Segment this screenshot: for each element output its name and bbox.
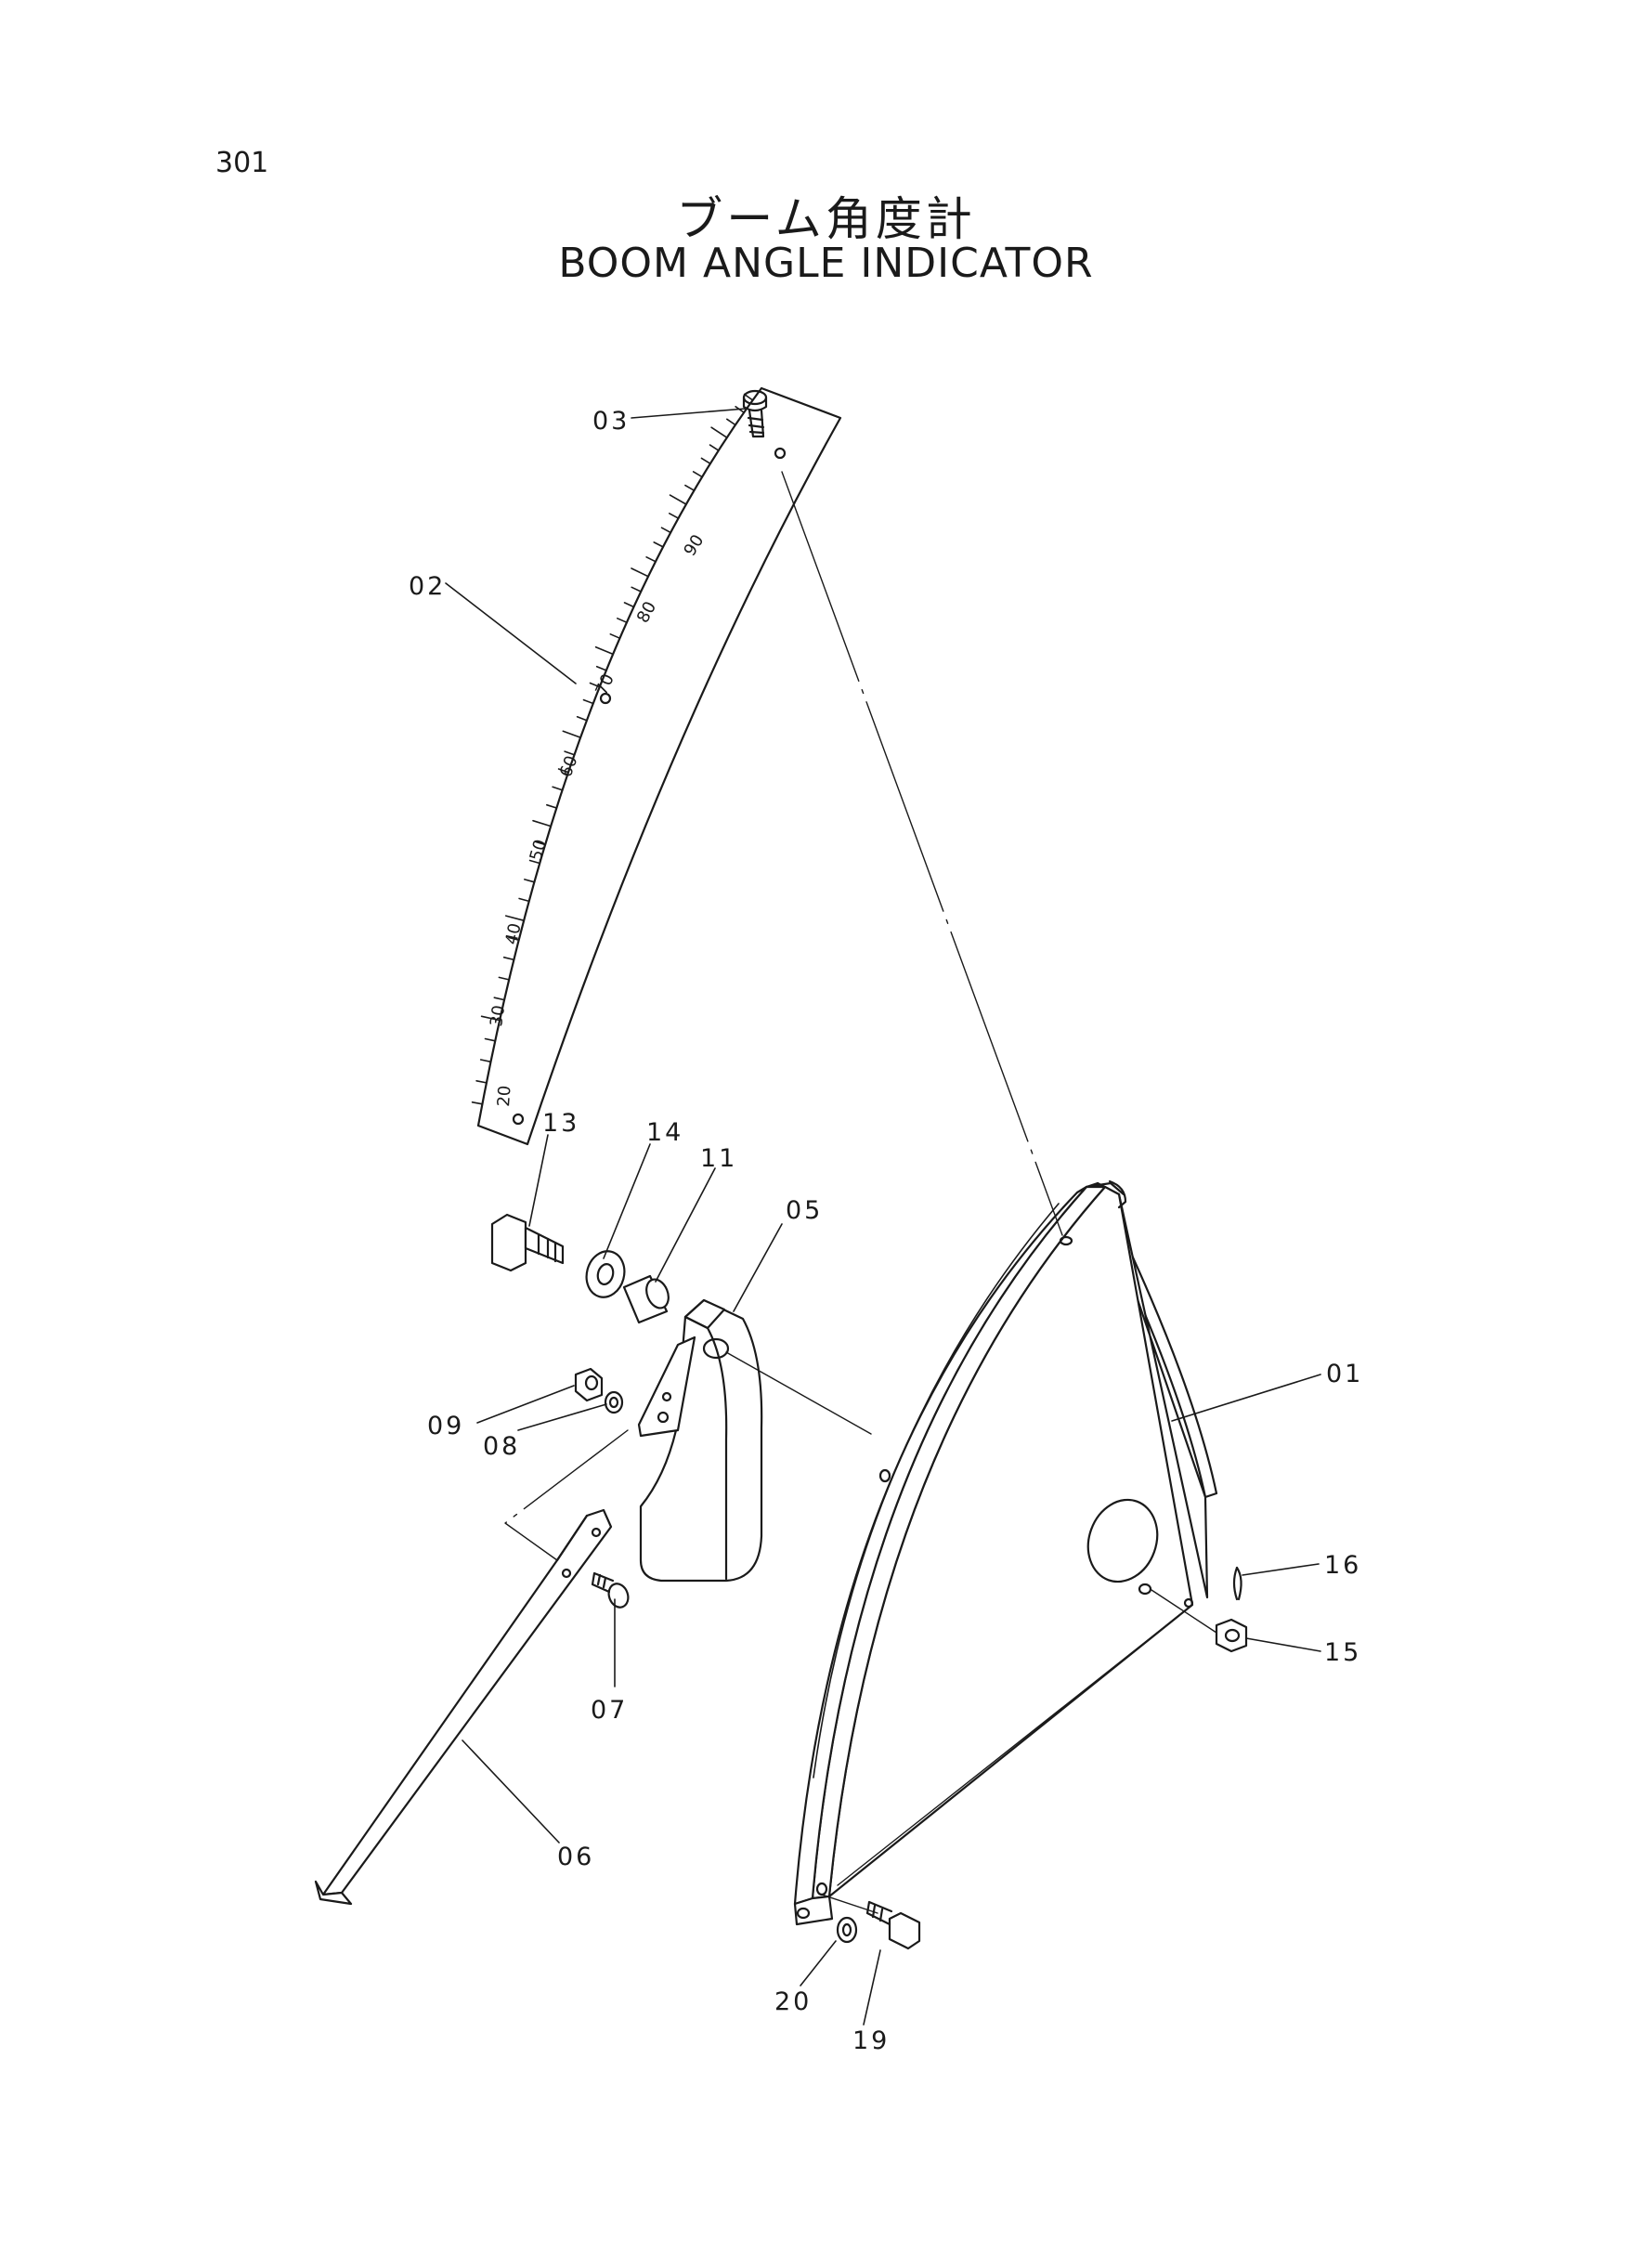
- scale-tick: [631, 567, 649, 578]
- scale-tick: [692, 471, 703, 478]
- scale-tick: [645, 555, 657, 563]
- part-07-screw: [591, 1571, 630, 1609]
- scale-tick: [471, 1101, 484, 1105]
- leader-lines: [445, 408, 1321, 2026]
- title-english: BOOM ANGLE INDICATOR: [558, 240, 1094, 287]
- scale-tick: [616, 617, 628, 624]
- scale-tick: [595, 665, 607, 671]
- scale-tick: [480, 1015, 501, 1022]
- callout-11: 11: [700, 1144, 737, 1173]
- scale-tick: [475, 1080, 488, 1084]
- scale-tick: [660, 527, 672, 534]
- part-01-quadrant-plate: [793, 1179, 1218, 1926]
- scale-tick: [545, 803, 558, 809]
- scale-label: 30: [487, 1004, 509, 1028]
- part-05-bracket: [637, 1298, 763, 1583]
- scale-tick: [532, 819, 552, 827]
- callout-14: 14: [646, 1118, 683, 1147]
- part-19-bolt: [865, 1900, 921, 1950]
- page-number: 301: [215, 147, 269, 179]
- callout-19: 19: [852, 2026, 890, 2055]
- scale-tick: [709, 444, 720, 451]
- assembly-lines: [504, 471, 1217, 1914]
- part-03-screw: [742, 389, 768, 438]
- callout-13: 13: [542, 1109, 579, 1138]
- callout-01: 01: [1326, 1360, 1363, 1388]
- scale-tick: [653, 541, 664, 548]
- scale-tick: [589, 682, 601, 688]
- scale-tick: [528, 859, 541, 865]
- callout-05: 05: [786, 1196, 823, 1225]
- scale-tick: [552, 786, 564, 791]
- scale-tick: [669, 494, 687, 505]
- scale-tick: [582, 698, 594, 705]
- scale-tick: [493, 997, 505, 1001]
- scale-tick: [594, 645, 614, 656]
- scale-tick: [623, 602, 635, 608]
- scale-tick: [684, 484, 696, 491]
- scale-tick: [504, 915, 525, 922]
- scale-tick: [484, 1037, 497, 1042]
- scale-label: 20: [494, 1085, 515, 1107]
- scale-tick: [498, 976, 510, 981]
- part-08-washer: [604, 1390, 624, 1414]
- callout-03: 03: [592, 407, 630, 436]
- callout-16: 16: [1324, 1551, 1361, 1580]
- scale-tick: [523, 879, 536, 883]
- callout-07: 07: [591, 1696, 628, 1725]
- callout-02: 02: [409, 572, 446, 601]
- scale-label: 40: [501, 921, 525, 946]
- scale-tick: [479, 1059, 492, 1063]
- scale-tick: [576, 715, 588, 722]
- callout-15: 15: [1324, 1638, 1361, 1667]
- part-09-nut: [574, 1367, 604, 1402]
- scale-tick: [502, 957, 515, 961]
- callout-20: 20: [774, 1987, 812, 2016]
- scale-tick: [557, 768, 569, 774]
- callout-06: 06: [557, 1843, 594, 1871]
- scale-tick: [668, 512, 680, 519]
- scale-tick: [508, 936, 520, 942]
- part-15-castle-nut: [1215, 1618, 1248, 1653]
- part-20-washer: [836, 1916, 858, 1944]
- part-13-bolt: [490, 1213, 565, 1272]
- callout-08: 08: [483, 1432, 520, 1461]
- part-14-washer: [585, 1250, 626, 1298]
- callouts: 01 02 03 05 06 07 08 09 11 13 14 15 16 1…: [409, 407, 1363, 2055]
- scale-tick: [562, 730, 581, 738]
- scale-tick: [700, 457, 711, 465]
- scale-tick: [564, 750, 576, 756]
- part-16-cotter-pin: [1232, 1566, 1242, 1601]
- scale-tick: [631, 586, 643, 593]
- scale-tick: [725, 418, 736, 426]
- scale-tick: [710, 426, 728, 439]
- scale-tick: [534, 840, 546, 846]
- scale-tick: [518, 897, 530, 903]
- part-11-collar: [622, 1274, 670, 1324]
- scale-tick: [609, 632, 621, 640]
- part-02-angle-scale: 90 80 70 60 50 40 30 20: [471, 386, 842, 1146]
- callout-09: 09: [427, 1412, 464, 1440]
- title-japanese: ブーム角度計: [676, 192, 976, 246]
